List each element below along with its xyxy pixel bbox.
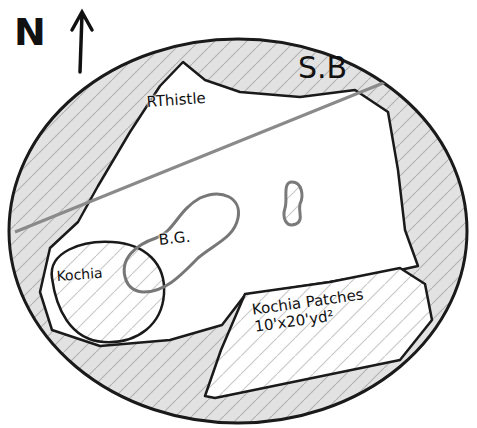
region-shape xyxy=(205,268,432,398)
boundary-line xyxy=(15,58,445,232)
region-label: B.G. xyxy=(158,229,191,249)
region-label: RThistle xyxy=(146,90,206,111)
bare-ground-region: B.G. xyxy=(118,188,244,296)
field-circle xyxy=(9,39,467,423)
region-shape xyxy=(124,194,238,292)
weed-area xyxy=(40,62,418,346)
north-label: N xyxy=(14,10,46,54)
kochia-patches-region: Kochia Patches 10'x20'yd² xyxy=(205,266,435,400)
small-patch xyxy=(284,182,302,225)
north-arrow xyxy=(72,12,92,72)
region-label: Kochia xyxy=(56,265,103,284)
thistle-region: RThistle xyxy=(140,90,240,120)
field-code-label: S.B xyxy=(298,50,347,85)
region-outline xyxy=(205,266,435,400)
